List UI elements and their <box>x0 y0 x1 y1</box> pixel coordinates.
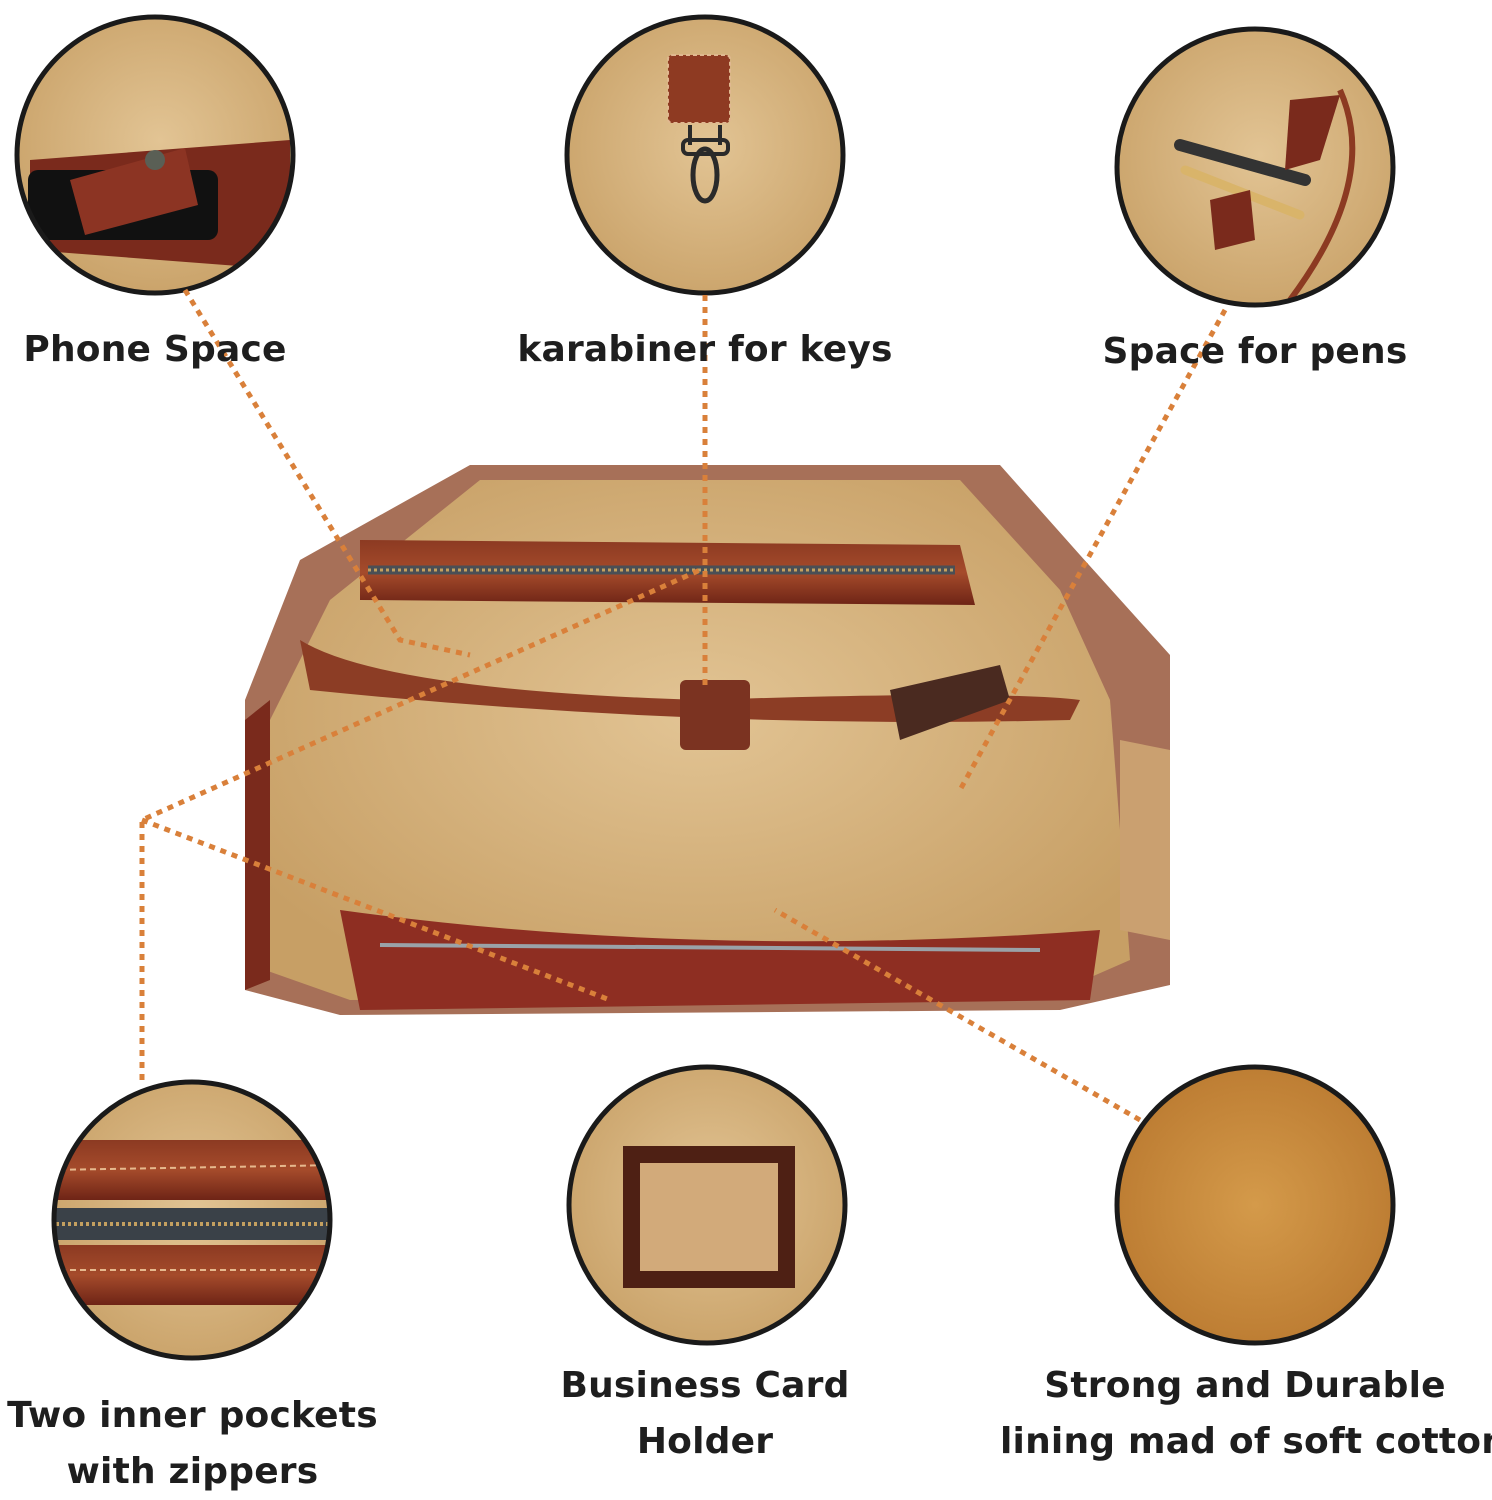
caption-lining-line2: lining mad of soft cotton <box>1000 1421 1492 1462</box>
caption-pens: Space for pens <box>1090 324 1420 380</box>
caption-pens-text: Space for pens <box>1102 331 1408 372</box>
caption-inner-pockets: Two inner pockets with zippers <box>0 1388 385 1500</box>
caption-inner-pockets-line1: Two inner pockets <box>7 1395 378 1436</box>
caption-lining: Strong and Durable lining mad of soft co… <box>1000 1358 1492 1470</box>
caption-karabiner-text: karabiner for keys <box>517 329 893 370</box>
caption-card-holder-line1: Business Card <box>560 1365 850 1406</box>
leader-line-phone <box>182 288 471 658</box>
karabiner-detail <box>564 14 846 296</box>
caption-inner-pockets-line2: with zippers <box>66 1451 319 1492</box>
phone-space-detail <box>14 14 296 296</box>
inner-pockets-detail <box>51 1079 333 1361</box>
pens-detail <box>1114 26 1396 308</box>
caption-card-holder: Business Card Holder <box>540 1358 870 1470</box>
open-bag-photo <box>245 465 1170 1015</box>
cotton-lining-detail <box>1114 1064 1396 1346</box>
leader-line-pens <box>957 308 1228 792</box>
leader-lines <box>139 288 1228 1123</box>
caption-karabiner: karabiner for keys <box>500 322 910 378</box>
leader-line-lining <box>773 907 1142 1123</box>
caption-phone-space: Phone Space <box>20 322 290 378</box>
caption-card-holder-line2: Holder <box>636 1421 774 1462</box>
caption-phone-space-text: Phone Space <box>23 329 287 370</box>
caption-lining-line1: Strong and Durable <box>1044 1365 1446 1406</box>
leader-line-pockets <box>139 567 702 1080</box>
card-holder-detail <box>566 1064 848 1346</box>
